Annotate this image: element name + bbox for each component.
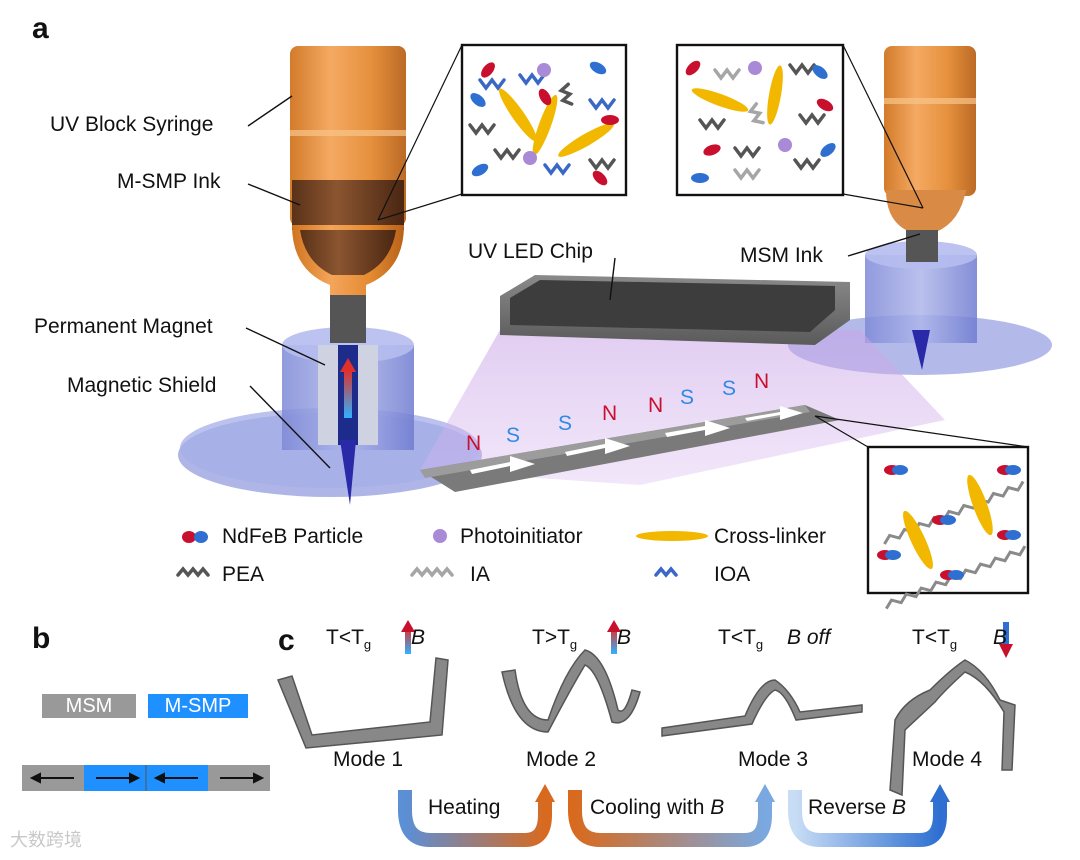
pole-label: S <box>506 424 521 447</box>
right-uv-block-syringe <box>884 46 976 196</box>
label-uv-block-syringe: UV Block Syringe <box>50 113 214 136</box>
pole-label: N <box>648 394 664 417</box>
step-heating: Heating <box>428 796 501 819</box>
panel-label-c: c <box>278 624 295 657</box>
watermark: 大数跨境 <box>10 830 82 850</box>
cooling-arrow <box>568 790 772 847</box>
condition-mode-3: T<Tg B off <box>718 626 831 653</box>
pole-label: S <box>722 377 737 400</box>
legend-ioa: IOA <box>714 563 751 586</box>
condition-mode-1: T<Tg B <box>326 626 426 653</box>
panel-label-b: b <box>32 622 51 655</box>
condition-mode-2: T>Tg B <box>532 626 632 653</box>
legend-pea: PEA <box>222 563 265 586</box>
mode-1-label: Mode 1 <box>333 748 404 771</box>
label-magnetic-shield: Magnetic Shield <box>67 374 217 397</box>
left-nozzle <box>340 440 356 505</box>
heating-arrow <box>398 790 552 847</box>
strip-arrows <box>470 406 803 474</box>
mode-2-shape <box>501 649 641 733</box>
label-uv-led-chip: UV LED Chip <box>468 240 593 263</box>
label-msm-ink: MSM Ink <box>740 244 823 267</box>
step-reverse: Reverse B <box>808 796 907 819</box>
legend-crosslinker: Cross-linker <box>714 525 827 548</box>
inset-msm-contents <box>685 60 836 183</box>
left-ink <box>292 180 404 230</box>
msmp-segment: M-SMP <box>148 694 248 718</box>
mode-1-shape <box>276 657 449 749</box>
mode-4-label: Mode 4 <box>912 748 983 771</box>
magnet-arrow <box>344 370 352 418</box>
mode-4-shape <box>889 659 1016 797</box>
right-nozzle <box>912 330 930 370</box>
legend-ndfeb: NdFeB Particle <box>222 525 364 548</box>
pole-label: S <box>680 386 695 409</box>
pole-label: N <box>466 432 482 455</box>
mode-2-label: Mode 2 <box>526 748 597 771</box>
legend-photoinitiator: Photoinitiator <box>460 525 583 548</box>
printed-strip <box>420 405 840 492</box>
panel-label-a: a <box>32 12 49 45</box>
inset-connectors <box>377 44 1029 448</box>
mode-3-label: Mode 3 <box>738 748 809 771</box>
right-magnetic-shield <box>865 255 977 343</box>
msm-segment: MSM <box>42 694 136 718</box>
reverse-arrow <box>788 790 947 847</box>
panel-b-magnetization <box>22 765 270 791</box>
label-permanent-magnet: Permanent Magnet <box>34 315 213 338</box>
condition-mode-4: T<Tg B <box>912 626 1008 653</box>
legend-ia: IA <box>470 563 490 586</box>
pole-label: S <box>558 412 573 435</box>
step-cooling: Cooling with B <box>590 796 725 819</box>
uv-light <box>420 330 945 485</box>
label-leaders <box>245 95 921 469</box>
pole-label: N <box>602 402 618 425</box>
legend-icons <box>176 529 708 578</box>
inset-cured-contents <box>877 465 1027 610</box>
mode-3-shape <box>661 679 863 737</box>
label-msmp-ink: M-SMP Ink <box>117 170 221 193</box>
right-syringe-tip <box>906 230 938 262</box>
left-syringe-tip <box>330 295 366 343</box>
b-field-arrows <box>401 620 1013 658</box>
inset-msmp-contents <box>468 61 619 186</box>
mode-shapes <box>276 649 1016 797</box>
pole-label: N <box>754 370 770 393</box>
